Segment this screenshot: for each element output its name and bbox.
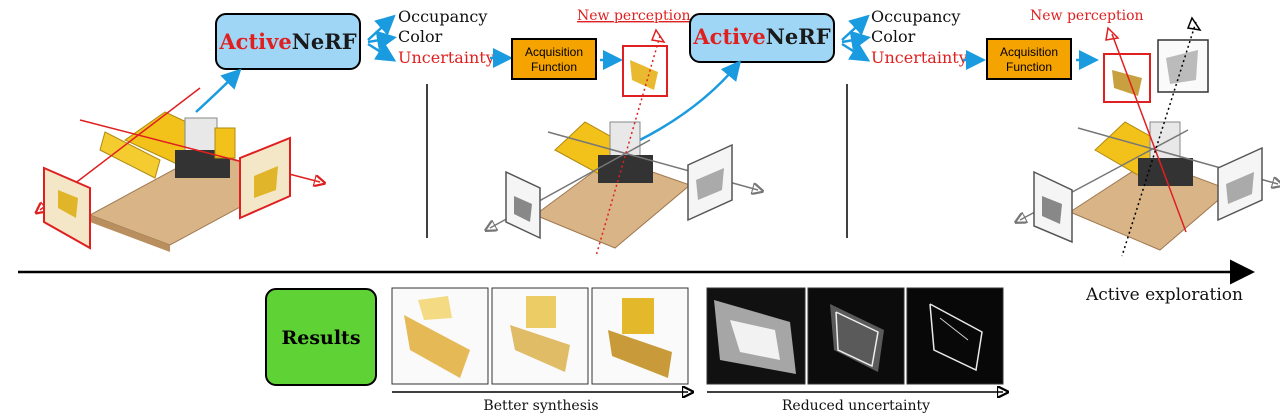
camera-frustum-icon-2 bbox=[505, 143, 733, 240]
reduced-uncertainty-label: Reduced uncertainty bbox=[782, 398, 930, 414]
stage-3: Occupancy Color Uncertainty Acquisition … bbox=[841, 7, 1278, 257]
activenerf-box-2: ActiveNeRF bbox=[689, 13, 835, 63]
stage-1: ActiveNeRF Occupancy Color Uncertainty bbox=[40, 7, 513, 252]
output-color: Color bbox=[398, 27, 443, 46]
acquisition-line2: Function bbox=[531, 60, 577, 74]
svg-text:ActiveNeRF: ActiveNeRF bbox=[218, 29, 356, 54]
better-synthesis-label: Better synthesis bbox=[483, 398, 598, 414]
synthesis-image-1 bbox=[391, 287, 489, 385]
output-color-2: Color bbox=[871, 27, 916, 46]
output-occupancy-2: Occupancy bbox=[871, 7, 960, 26]
active-label: Active bbox=[218, 29, 291, 54]
activenerf-box-1: ActiveNeRF bbox=[215, 13, 361, 70]
acquisition-line1: Acquisition bbox=[525, 45, 583, 59]
uncertainty-thumbnails bbox=[706, 287, 1004, 385]
nerf-label: NeRF bbox=[292, 29, 357, 54]
uncertainty-map-1 bbox=[706, 287, 806, 385]
synthesis-thumbnails bbox=[391, 287, 689, 385]
uncertainty-map-3 bbox=[906, 287, 1004, 385]
svg-text:ActiveNeRF: ActiveNeRF bbox=[692, 24, 830, 49]
lego-bulldozer-icon-2 bbox=[533, 121, 691, 249]
new-perception-frame-2 bbox=[1103, 39, 1209, 103]
lego-bulldozer-icon-3 bbox=[1068, 121, 1231, 251]
uncertainty-map-2 bbox=[807, 287, 905, 385]
camera-frustum-icon-3 bbox=[1033, 146, 1263, 244]
output-uncertainty-2: Uncertainty bbox=[871, 48, 968, 67]
stage-2: Acquisition Function New perception Acti… bbox=[490, 8, 835, 257]
new-perception-label-1: New perception bbox=[577, 8, 691, 24]
svg-text:Function: Function bbox=[1006, 60, 1052, 74]
synthesis-image-3 bbox=[591, 287, 689, 385]
synthesis-image-2 bbox=[491, 287, 589, 385]
svg-text:Acquisition: Acquisition bbox=[1000, 45, 1058, 59]
acquisition-function-box-1: Acquisition Function bbox=[511, 38, 597, 80]
active-exploration-label: Active exploration bbox=[1085, 285, 1243, 305]
camera-frustum-icon bbox=[43, 136, 291, 250]
results-box: Results bbox=[265, 288, 377, 386]
output-uncertainty: Uncertainty bbox=[398, 48, 495, 67]
acquisition-function-box-2: Acquisition Function bbox=[986, 38, 1072, 80]
new-perception-frame-1 bbox=[622, 45, 668, 97]
output-occupancy: Occupancy bbox=[398, 7, 487, 26]
new-perception-label-2: New perception bbox=[1030, 8, 1144, 24]
results-label: Results bbox=[281, 327, 360, 349]
